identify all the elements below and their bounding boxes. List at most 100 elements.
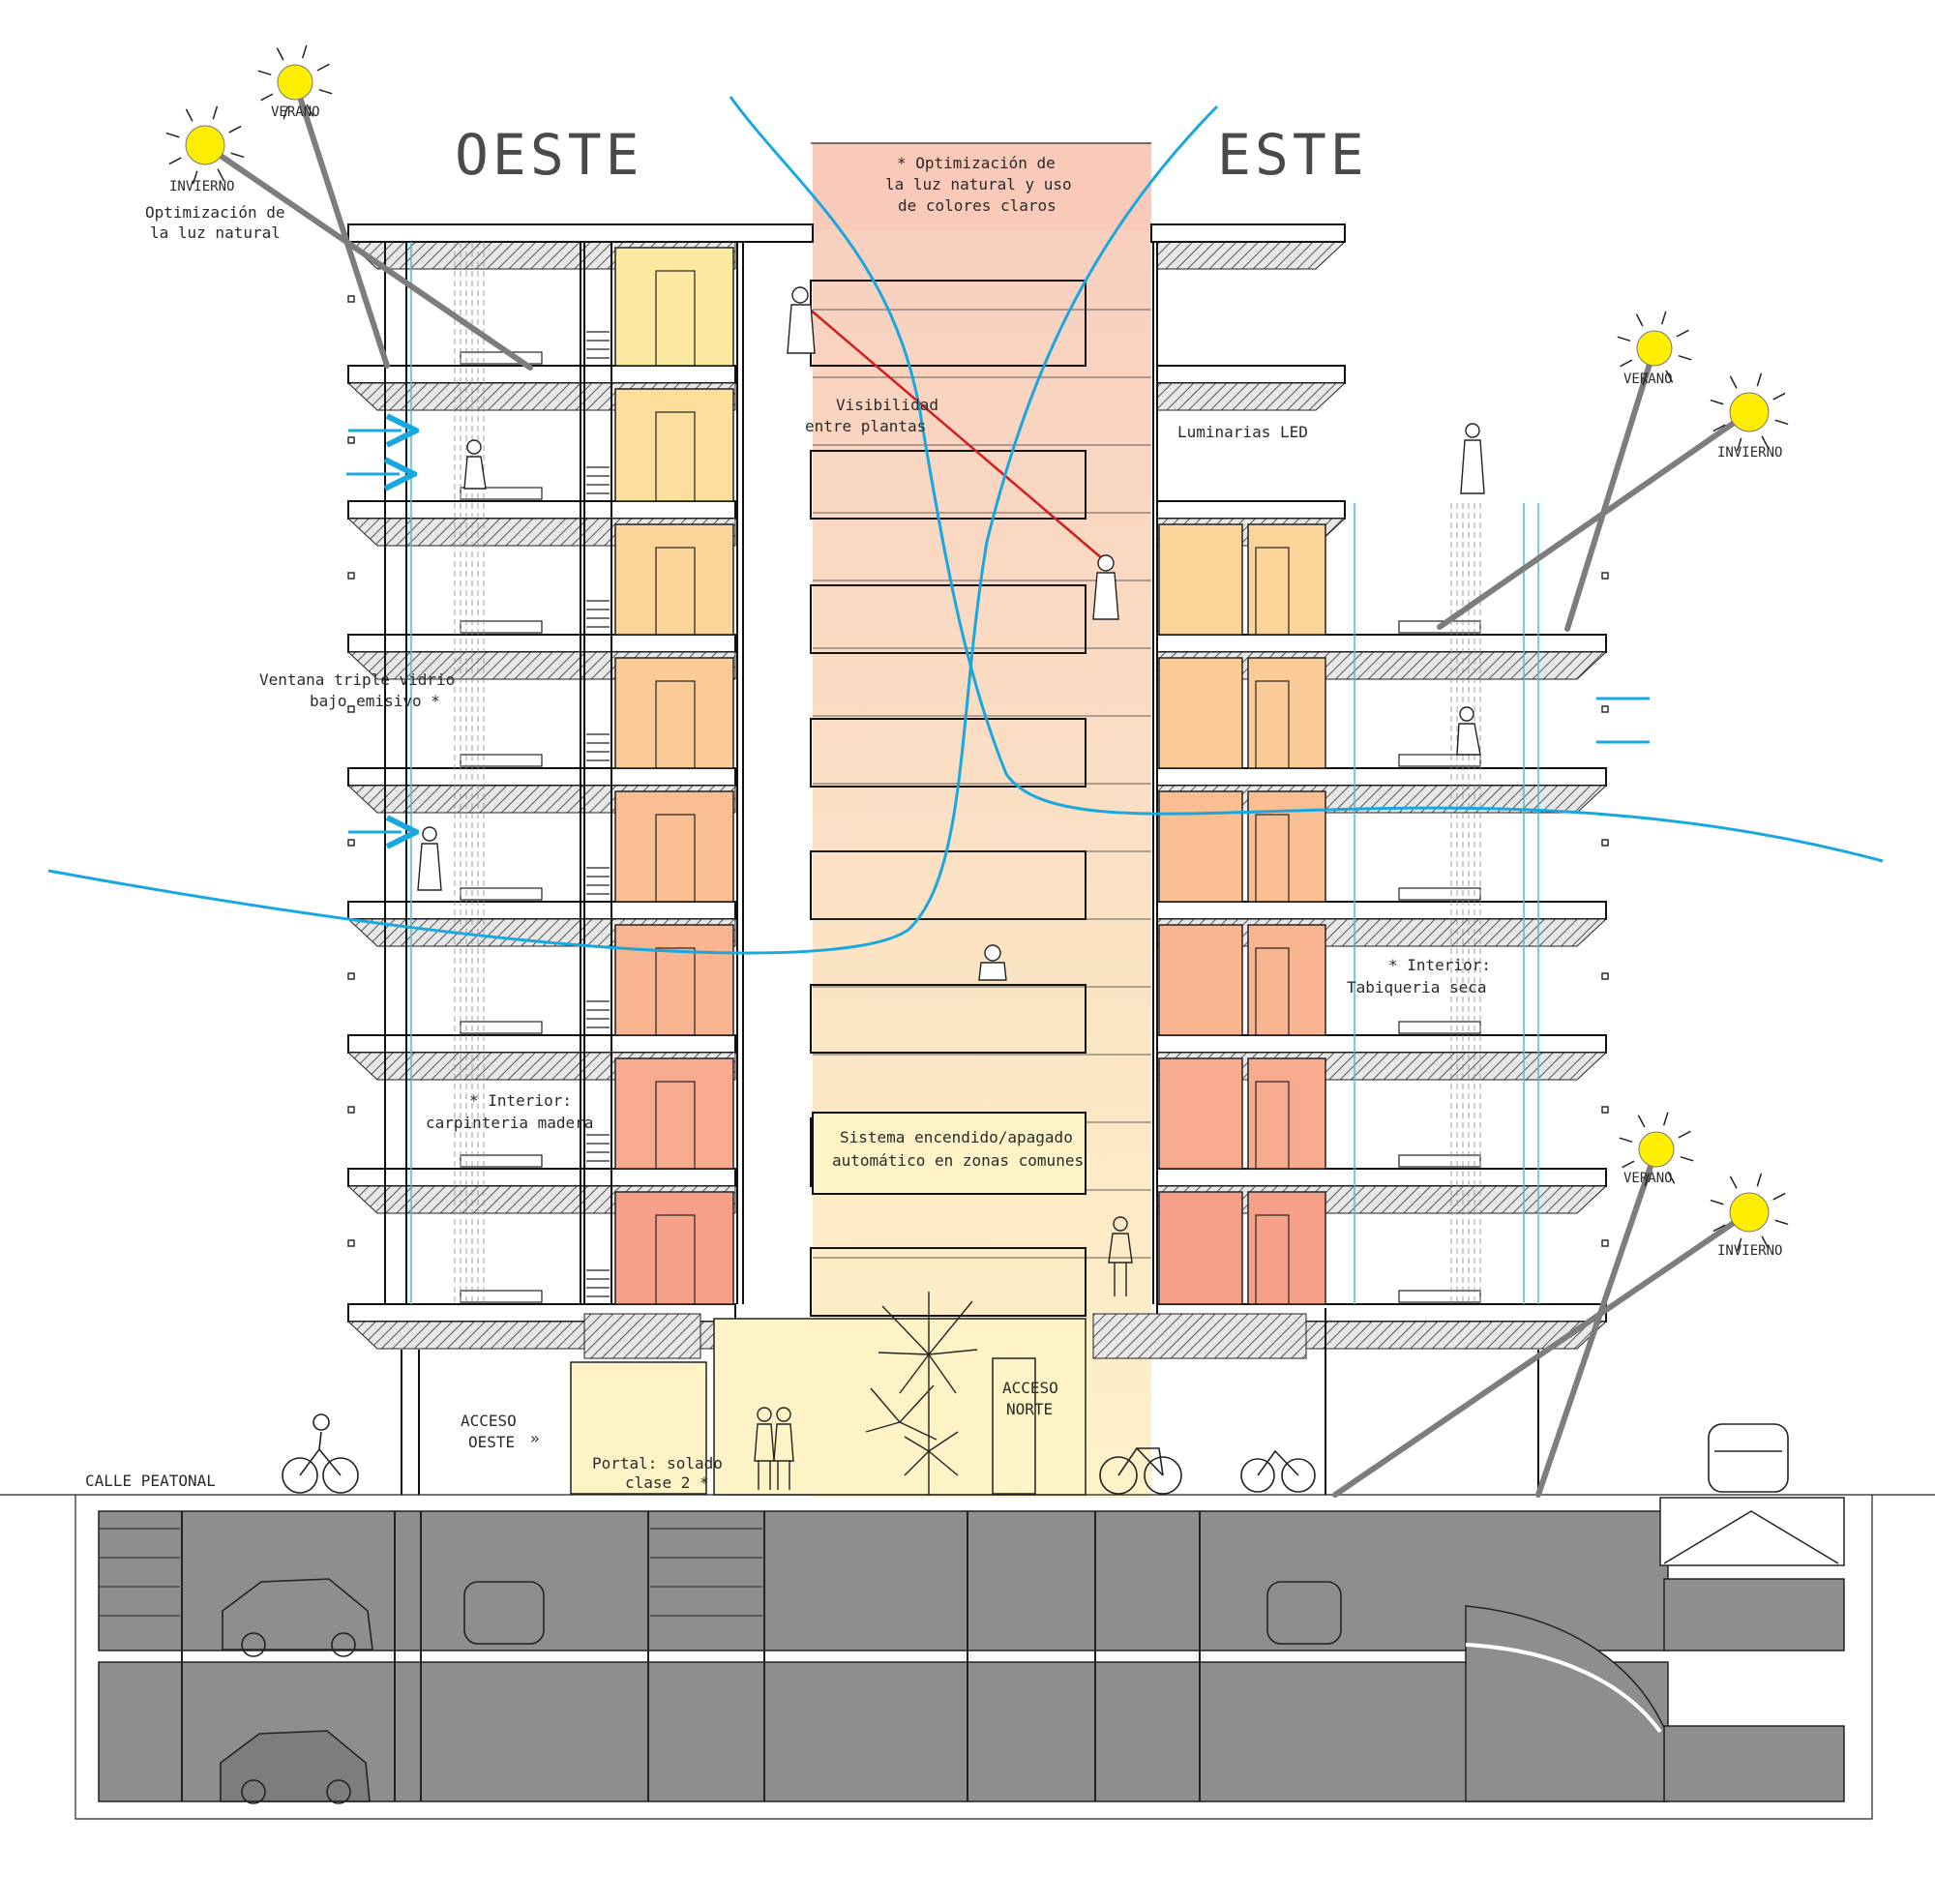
east-label: ESTE (1217, 122, 1368, 188)
sun-disc (1638, 1131, 1675, 1168)
dry-wall-note-1: * Interior: (1388, 956, 1491, 974)
top-note-2: la luz natural y uso (885, 175, 1072, 193)
bed (460, 1154, 543, 1168)
sun-ray-stroke (228, 125, 242, 134)
slab-east (1156, 365, 1346, 384)
sun-ray-stroke (1772, 392, 1786, 401)
vent (347, 1106, 355, 1114)
sun-icon (1710, 372, 1789, 452)
room-east-a (1158, 1057, 1243, 1170)
roof-slab-east (1150, 223, 1346, 243)
sun-disc (277, 64, 313, 101)
door (655, 270, 696, 367)
door (655, 1214, 696, 1305)
room-east-b (1247, 1057, 1326, 1170)
door (1255, 547, 1290, 636)
sun-disc (1636, 330, 1673, 367)
access-west-1: ACCESO (461, 1412, 517, 1430)
sun-ray-stroke (1667, 1171, 1676, 1184)
sight-line (807, 307, 1104, 560)
roof-slab-west (347, 223, 814, 243)
bed (460, 1290, 543, 1303)
room-east-b (1247, 1191, 1326, 1305)
natural-light-note-2: la luz natural (150, 223, 281, 242)
bathroom-west (614, 924, 734, 1036)
sun-ray-stroke (1622, 1160, 1635, 1169)
vent (347, 705, 355, 713)
sun-icon (1710, 1173, 1789, 1252)
sun-ray-stroke (1736, 437, 1742, 452)
sun-ray-stroke (1710, 1199, 1724, 1205)
bed (460, 887, 543, 901)
sun-ray-stroke (1678, 354, 1692, 361)
sun-ray-stroke (1644, 1173, 1651, 1187)
door (1255, 680, 1290, 769)
sun-ray-stroke (1642, 372, 1649, 386)
sun-label-summer-se: VERANO (1623, 1171, 1673, 1186)
sun-ray-stroke (1761, 435, 1770, 449)
skylight (813, 143, 1151, 230)
access-north-2: NORTE (1006, 1400, 1053, 1418)
lighting-note-box (812, 1112, 1087, 1195)
basement-parking (0, 1423, 1935, 1820)
sun-ray-stroke (192, 170, 198, 185)
ground-floor (282, 1216, 1539, 1496)
vent (347, 572, 355, 580)
street-label: CALLE PEATONAL (85, 1472, 216, 1490)
door (655, 1081, 696, 1170)
sun-icon (165, 105, 245, 185)
bathroom-west (614, 790, 734, 903)
sun-ray-stroke (1736, 1237, 1742, 1252)
vent (1601, 705, 1609, 713)
lighting-note-2: automático en zonas comunes (832, 1151, 1084, 1170)
visibility-note-2: entre plantas (805, 417, 926, 435)
bathroom-west (614, 523, 734, 636)
sun-ray-stroke (165, 132, 180, 138)
bed (460, 620, 543, 634)
sun-ray-stroke (185, 108, 194, 122)
bed (460, 1021, 543, 1034)
bed (1398, 620, 1481, 634)
labels: OESTE ESTE INVIERNO VERANO VERANO INVIER… (85, 104, 1782, 1492)
room-east-a (1158, 924, 1243, 1036)
access-west-arrow: » (530, 1429, 540, 1447)
bathroom-west (614, 388, 734, 502)
bed (460, 351, 543, 365)
west-label: OESTE (455, 122, 643, 188)
sun-label-summer-ne: VERANO (1623, 372, 1673, 387)
sun-ray-stroke (257, 70, 272, 76)
sun-disc (1729, 1192, 1770, 1233)
sun-ray-stroke (1676, 329, 1689, 338)
natural-light-note-1: Optimización de (145, 203, 285, 222)
led-note: Luminarias LED (1177, 423, 1308, 441)
room-east-b (1247, 523, 1326, 636)
sun-ray-stroke (1662, 1112, 1669, 1126)
vent (347, 295, 355, 303)
walls (347, 242, 1609, 1304)
sun-ray-stroke (1710, 399, 1724, 405)
sun-ray-stroke (1756, 372, 1763, 387)
visibility-note-1: Visibilidad (836, 396, 938, 414)
sun-ray-stroke (1635, 313, 1644, 327)
door (1255, 1214, 1290, 1305)
vent (347, 839, 355, 847)
door (655, 680, 696, 769)
slab-east (1156, 500, 1346, 520)
bed (460, 754, 543, 767)
sun-ray-stroke (318, 88, 333, 95)
bed (460, 487, 543, 500)
vent (1601, 972, 1609, 980)
sun-icon (257, 45, 333, 120)
vent (1601, 572, 1609, 580)
sun-label-winter-se: INVIERNO (1717, 1243, 1782, 1259)
bicycle-drawing (282, 1413, 1316, 1495)
dry-wall-note-2: Tabiqueria seca (1347, 978, 1487, 997)
sun-ray-stroke (1678, 1130, 1691, 1139)
vent (347, 1239, 355, 1247)
sun-ray-stroke (230, 152, 245, 159)
door (1255, 1081, 1290, 1170)
top-note-3: de colores claros (898, 196, 1057, 215)
atrium (813, 143, 1151, 1498)
sun-ray-stroke (1774, 419, 1789, 426)
vent (347, 436, 355, 444)
